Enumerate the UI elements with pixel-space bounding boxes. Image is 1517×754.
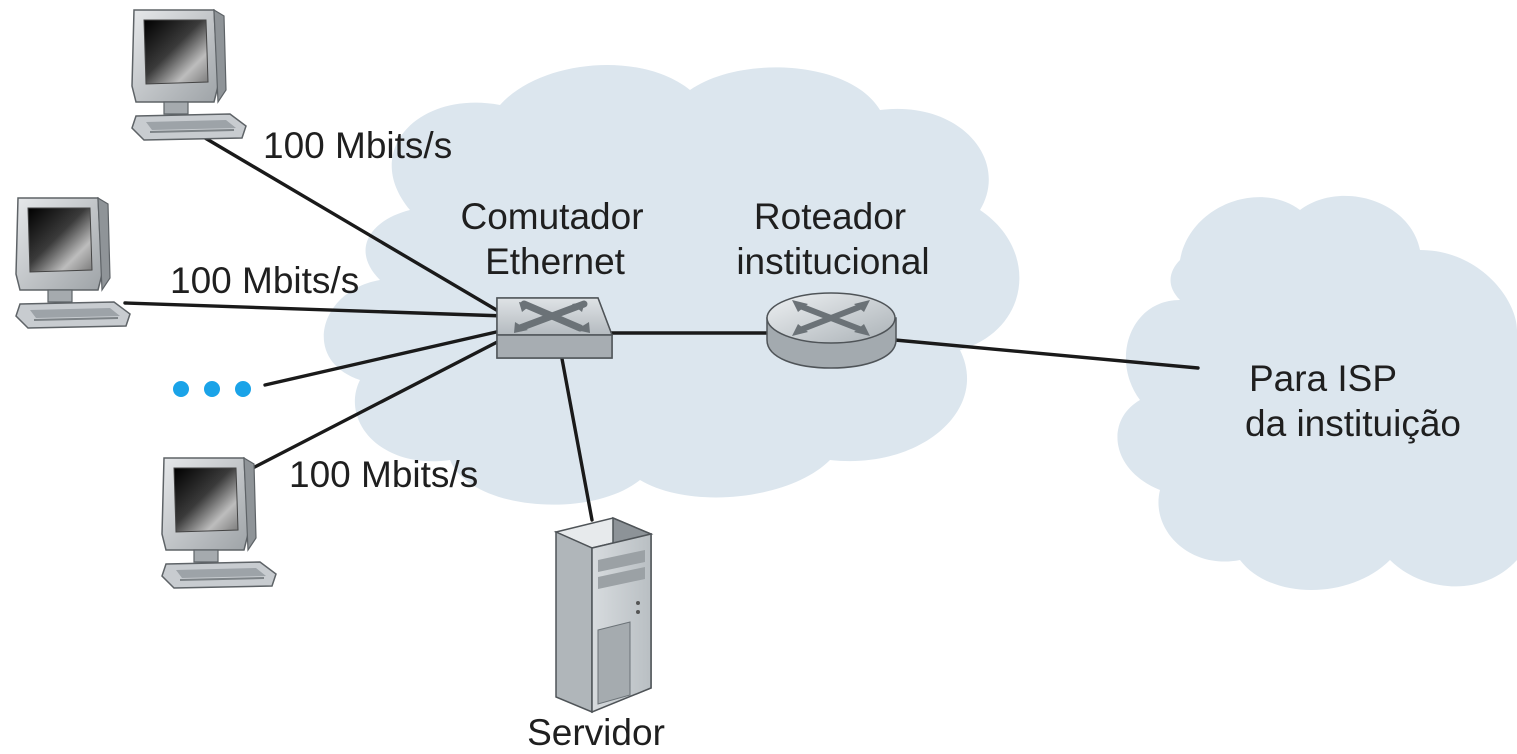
desktop-computer-icon (131, 9, 247, 141)
host3-speed-label: 100 Mbits/s (289, 454, 478, 495)
link-host1-switch (198, 133, 512, 320)
server-label: Servidor (527, 712, 665, 753)
link-switch-server (558, 346, 594, 522)
isp-label-line1: Para ISP (1249, 358, 1397, 399)
link-ellipsis-switch (263, 328, 507, 387)
switch-label-line2: Ethernet (485, 241, 626, 282)
router-label-line2: institucional (736, 241, 929, 282)
ethernet-switch-icon (496, 297, 614, 359)
host1-speed-label: 100 Mbits/s (263, 125, 452, 166)
host2-speed-label: 100 Mbits/s (170, 260, 359, 301)
isp-label-line2: da instituição (1245, 403, 1461, 444)
router-label-line1: Roteador (754, 196, 906, 237)
link-host2-switch (123, 301, 507, 318)
link-host3-switch (243, 336, 507, 474)
desktop-computer-icon (15, 197, 131, 329)
isp-cloud (1117, 195, 1517, 590)
router-icon (766, 292, 897, 369)
desktop-computer-icon (161, 457, 277, 589)
link-router-isp (893, 338, 1200, 370)
server-tower-icon (553, 516, 654, 714)
switch-label-line1: Comutador (460, 196, 643, 237)
local-network-cloud (323, 64, 1020, 505)
ellipsis-dots-icon (173, 381, 251, 397)
